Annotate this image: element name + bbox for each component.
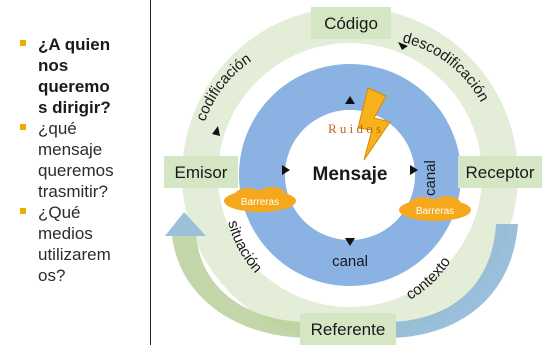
arrow-right-right-icon [410, 165, 418, 175]
communication-diagram: R u i d o s Mensaje canal canal codifica… [150, 0, 542, 345]
codigo-box [311, 7, 391, 39]
noise-bolt-icon [357, 87, 391, 161]
arrow-up-icon [345, 96, 355, 104]
bullet-marker [20, 208, 26, 214]
contexto-arrow [386, 224, 518, 338]
canal-right-label: canal [422, 160, 439, 196]
receptor-box [458, 156, 542, 188]
communication-diagram-svg: R u i d o s Mensaje canal canal codifica… [164, 7, 542, 345]
codificacion-arrow-icon [212, 126, 220, 136]
blue-ring [239, 64, 461, 286]
canal-bottom-label: canal [332, 253, 368, 270]
arrow-right-left-icon [282, 165, 290, 175]
barreras-left-label: Barreras [241, 197, 279, 208]
left-text-panel: ¿A quien nos queremo s dirigir? ¿qué men… [0, 0, 151, 345]
bullet-item-media: ¿Qué medios utilizarem os? [20, 202, 146, 286]
ruidos-label: R u i d o s [328, 121, 381, 136]
bullet-marker [20, 124, 26, 130]
situacion-arrowhead [165, 212, 206, 236]
barreras-right-label: Barreras [416, 206, 454, 217]
barreras-left-cloud: Barreras [224, 187, 296, 212]
referente-label: Referente [311, 320, 386, 339]
inner-circle [285, 110, 415, 240]
bullet-item-message: ¿qué mensaje queremos trasmitir? [20, 118, 146, 202]
bullet-item-audience: ¿A quien nos queremo s dirigir? [20, 34, 146, 118]
arrow-down-icon [345, 238, 355, 246]
descodificacion-arrow-icon [398, 42, 408, 50]
receptor-label: Receptor [466, 163, 535, 182]
situacion-arrow [172, 236, 310, 338]
mensaje-label: Mensaje [313, 164, 388, 185]
bullet-marker [20, 40, 26, 46]
emisor-label: Emisor [175, 163, 228, 182]
codigo-label: Código [324, 14, 378, 33]
question-list: ¿A quien nos queremo s dirigir? ¿qué men… [20, 34, 146, 286]
barreras-right-cloud: Barreras [399, 196, 471, 221]
referente-box [300, 313, 396, 345]
emisor-box [164, 156, 238, 188]
